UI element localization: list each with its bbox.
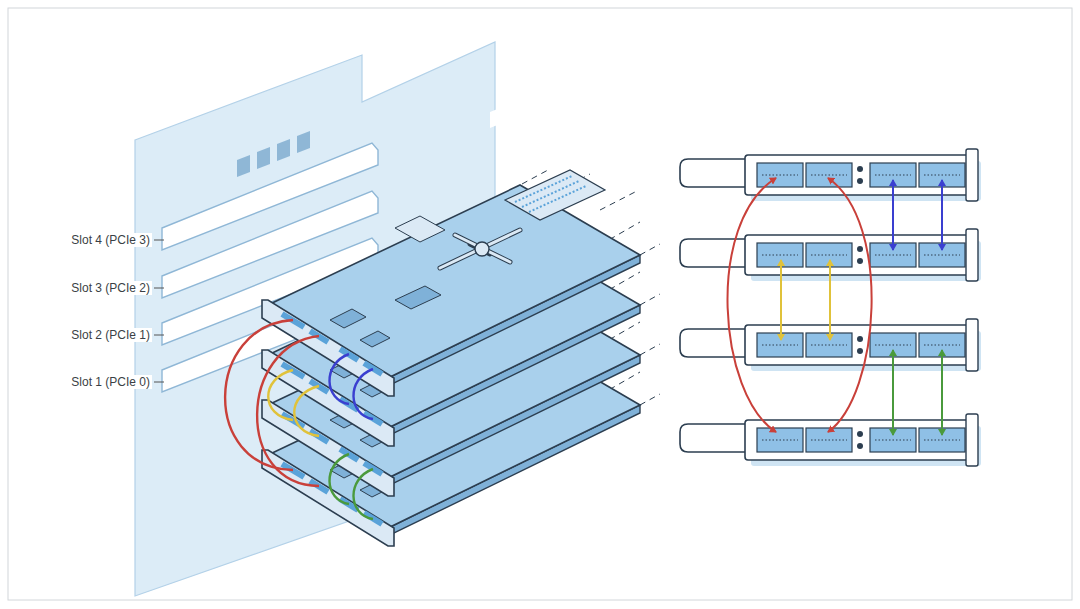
slot-label: Slot 3 (PCIe 2) (69, 281, 152, 295)
blue-arrow (941, 180, 943, 250)
heatsink-clip (440, 230, 520, 268)
red-arrow (728, 178, 776, 432)
yellow-arrow (780, 260, 782, 340)
green-cable (329, 454, 349, 504)
chip (395, 216, 445, 242)
gpu-card (262, 185, 640, 396)
leader-line (154, 382, 164, 383)
bracket-card (680, 414, 981, 466)
blue-cable (329, 354, 349, 404)
green-arrow (941, 350, 943, 435)
vent (277, 139, 290, 161)
blue-cable (353, 369, 373, 419)
blue-arrow (892, 180, 894, 250)
yellow-cable (294, 386, 319, 436)
connector-pins (515, 176, 586, 212)
vent (257, 147, 270, 169)
leader-line (154, 335, 164, 336)
slot-label: Slot 1 (PCIe 0) (69, 375, 152, 389)
red-arrow (828, 178, 872, 432)
vent (297, 131, 310, 153)
vent (237, 155, 250, 177)
bracket-card (680, 149, 981, 201)
slot-label: Slot 2 (PCIe 1) (69, 328, 152, 342)
heatsink-clip (440, 230, 520, 268)
leader-line (154, 288, 164, 289)
leader-line (154, 240, 164, 241)
yellow-arrow (829, 260, 831, 340)
green-cable (353, 469, 373, 519)
frame (8, 8, 1072, 600)
panel-notch (490, 106, 505, 128)
red-cable (257, 336, 319, 486)
slot-label: Slot 4 (PCIe 3) (69, 233, 152, 247)
yellow-cable (268, 370, 293, 420)
heatsink-center (475, 242, 489, 256)
green-arrow (892, 350, 894, 435)
connector-strip (505, 170, 605, 220)
